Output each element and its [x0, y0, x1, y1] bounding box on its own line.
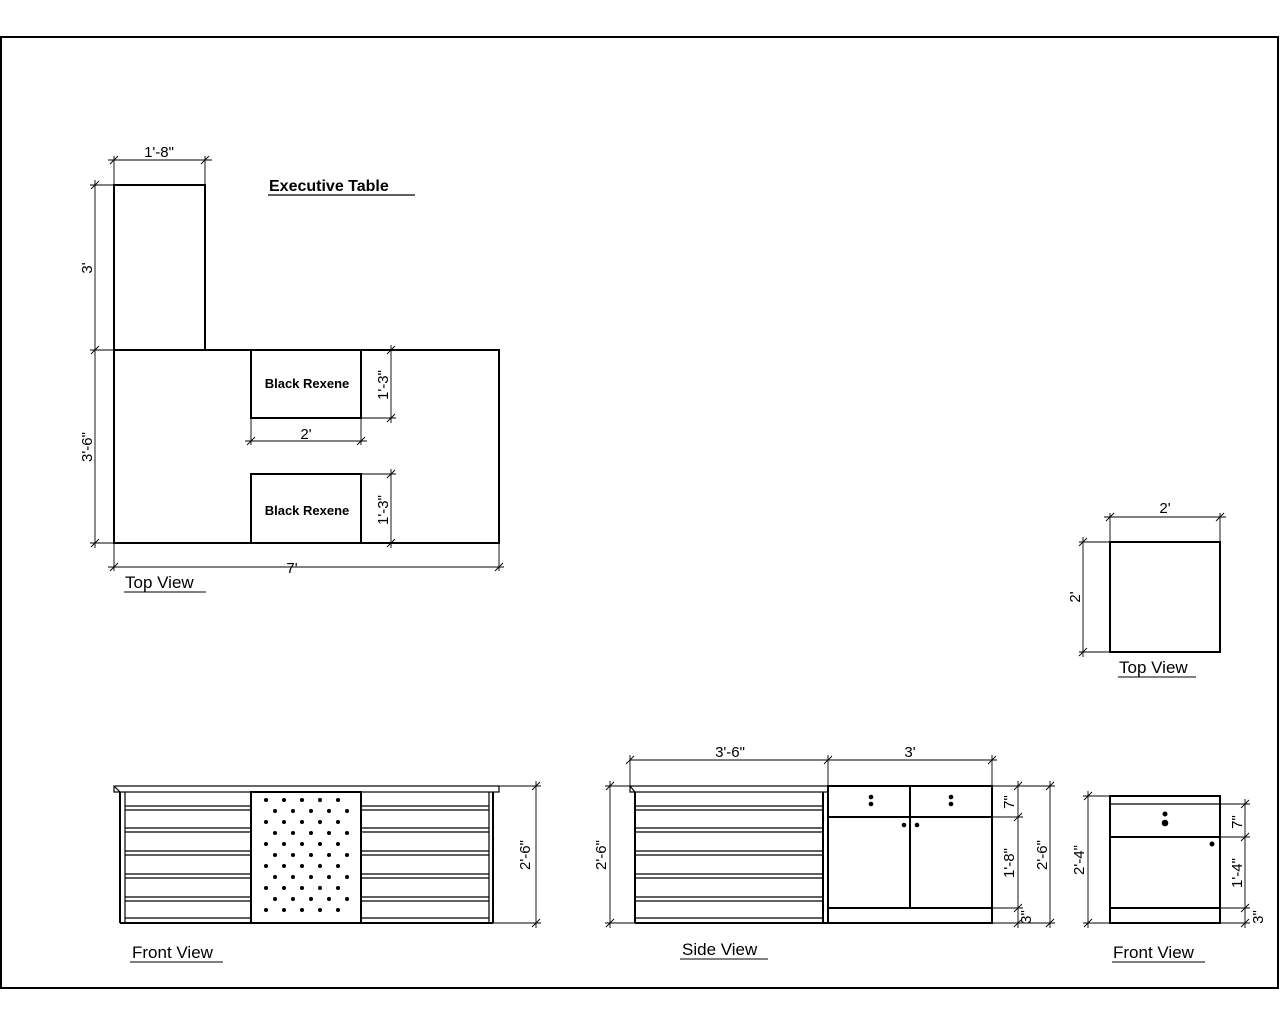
- dim-pedestal-door: 1'-4": [1229, 858, 1246, 888]
- dim-return-height: 3': [79, 262, 96, 273]
- label-top-view-pedestal: Top View: [1119, 658, 1188, 677]
- rexene-panel-2: [250, 473, 362, 544]
- front-rexene-panel: [250, 791, 362, 924]
- dim-pedestal-plinth: 3": [1250, 910, 1267, 924]
- dim-side-drawer: 7": [1001, 795, 1018, 809]
- front-left-slats: [125, 805, 251, 919]
- label-top-view-main: Top View: [125, 573, 194, 592]
- pedestal-top-outline: [1109, 541, 1221, 653]
- dim-pedestal-drawer: 7": [1229, 815, 1246, 829]
- rexene-label-1: Black Rexene: [265, 376, 350, 391]
- top-view-pedestal: 2' 2' Top View: [1067, 500, 1226, 678]
- pedestal-front-outline: [1109, 795, 1221, 924]
- dim-main-height: 3'-6": [79, 432, 96, 462]
- dim-length: 7': [286, 560, 297, 577]
- side-view: 3'-6" 3' 2'-6" 7" 1'-8" 3" 2'-6" Side Vi…: [593, 744, 1055, 960]
- dim-return-width: 1'-8": [144, 144, 174, 161]
- dim-pedestal-width: 2': [1159, 500, 1170, 517]
- dim-side-left-width: 3'-6": [715, 744, 745, 761]
- label-front-view-main: Front View: [132, 943, 214, 962]
- dim-pedestal-depth: 2': [1067, 591, 1084, 602]
- front-view-pedestal: 2'-4" 7" 1'-4" 3" Front View: [1071, 791, 1267, 963]
- dim-side-right-width: 3': [904, 744, 915, 761]
- side-slats: [635, 805, 823, 919]
- dim-side-height-left: 2'-6": [593, 840, 610, 870]
- sheet-border: [0, 36, 1279, 989]
- drawing-title: Executive Table: [269, 178, 389, 195]
- rexene-panel-1: [250, 349, 362, 419]
- front-view-main: 2'-6" Front View: [113, 781, 541, 963]
- return-outline: [113, 184, 206, 351]
- dim-side-plinth: 3": [1018, 910, 1035, 924]
- top-view-main: Black Rexene Black Rexene 1'-8" 3' 3'-6"…: [79, 144, 504, 593]
- dim-rexene-height-2: 1'-3": [375, 495, 392, 525]
- label-side-view: Side View: [682, 940, 758, 959]
- dim-pedestal-height: 2'-4": [1071, 845, 1088, 875]
- dim-side-height-right: 2'-6": [1034, 840, 1051, 870]
- label-front-view-pedestal: Front View: [1113, 943, 1195, 962]
- dim-front-height: 2'-6": [517, 840, 534, 870]
- rexene-label-2: Black Rexene: [265, 503, 350, 518]
- front-panel-pattern: [264, 798, 349, 912]
- dim-rexene-width: 2': [300, 426, 311, 443]
- front-right-slats: [361, 805, 489, 919]
- dim-rexene-height-1: 1'-3": [375, 370, 392, 400]
- dim-side-door: 1'-8": [1001, 848, 1018, 878]
